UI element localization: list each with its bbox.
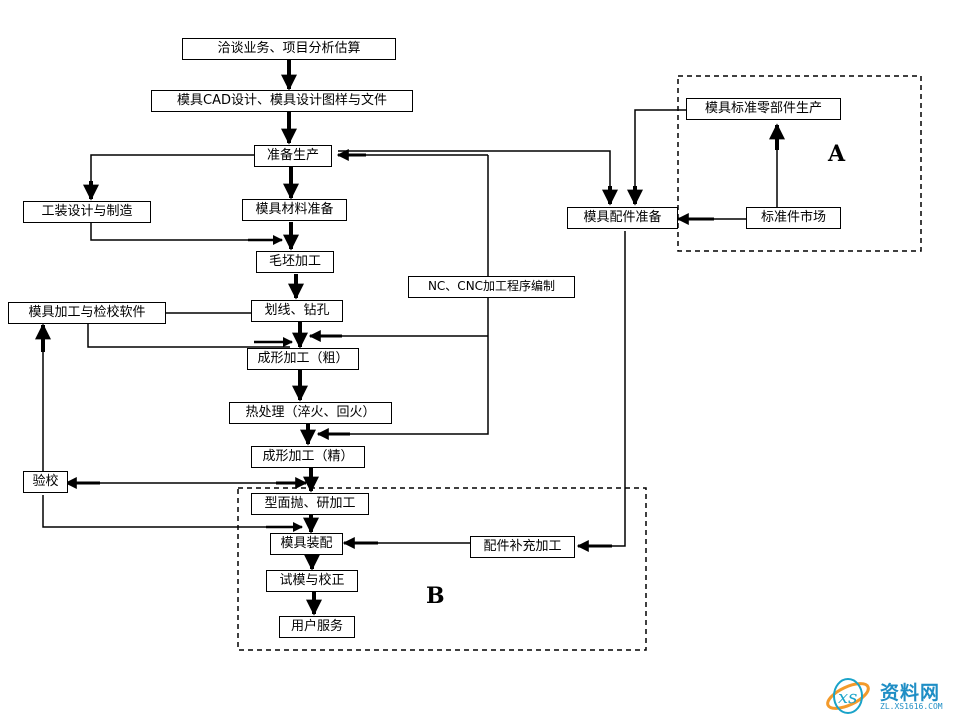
- line-tooling-blank: [90, 223, 280, 241]
- node-material-prep: 模具材料准备: [242, 199, 347, 221]
- node-assembly: 模具装配: [270, 533, 343, 555]
- node-std-parts-production: 模具标准零部件生产: [686, 98, 841, 120]
- svg-text:xs: xs: [838, 687, 857, 708]
- node-heat-treatment: 热处理（淬火、回火）: [229, 402, 392, 424]
- node-scribing-drilling: 划线、钻孔: [251, 300, 343, 322]
- line-prep-tooling: [90, 154, 254, 199]
- watermark: 资料网 ZL.XS1616.COM: [822, 676, 958, 718]
- node-machining-software: 模具加工与检校软件: [8, 302, 166, 324]
- watermark-text: 资料网: [880, 682, 941, 704]
- node-forming-rough: 成形加工（粗）: [247, 348, 359, 370]
- region-a-boundary: [677, 75, 922, 252]
- line-parts-supplementary: [600, 231, 626, 547]
- node-forming-finish: 成形加工（精）: [251, 446, 365, 468]
- node-user-service: 用户服务: [279, 616, 355, 638]
- node-std-parts-market: 标准件市场: [746, 207, 841, 229]
- node-tooling-design: 工装设计与制造: [23, 201, 151, 223]
- node-nc-programming: NC、CNC加工程序编制: [408, 276, 575, 298]
- line-stdprod-parts: [634, 109, 686, 203]
- node-parts-prep: 模具配件准备: [567, 207, 678, 229]
- node-cad-design: 模具CAD设计、模具设计图样与文件: [151, 90, 413, 112]
- line-nc-bus: [318, 155, 489, 435]
- line-software-return: [87, 322, 290, 348]
- node-inspection: 验校: [23, 471, 68, 493]
- node-prep-production: 准备生产: [254, 145, 332, 167]
- node-polishing: 型面抛、研加工: [251, 493, 369, 515]
- watermark-url: ZL.XS1616.COM: [880, 702, 943, 711]
- node-supplementary-machining: 配件补充加工: [470, 536, 575, 558]
- node-negotiate: 洽谈业务、项目分析估算: [182, 38, 396, 60]
- node-trial-correction: 试模与校正: [266, 570, 358, 592]
- region-a-label: A: [828, 141, 846, 167]
- region-b-label: B: [426, 583, 445, 609]
- line-prep-parts: [338, 150, 611, 203]
- watermark-logo-icon: xs: [826, 678, 870, 714]
- node-blank-machining: 毛坯加工: [256, 251, 334, 273]
- region-b-boundary: [237, 487, 647, 651]
- line-inspection-assembly: [42, 495, 300, 528]
